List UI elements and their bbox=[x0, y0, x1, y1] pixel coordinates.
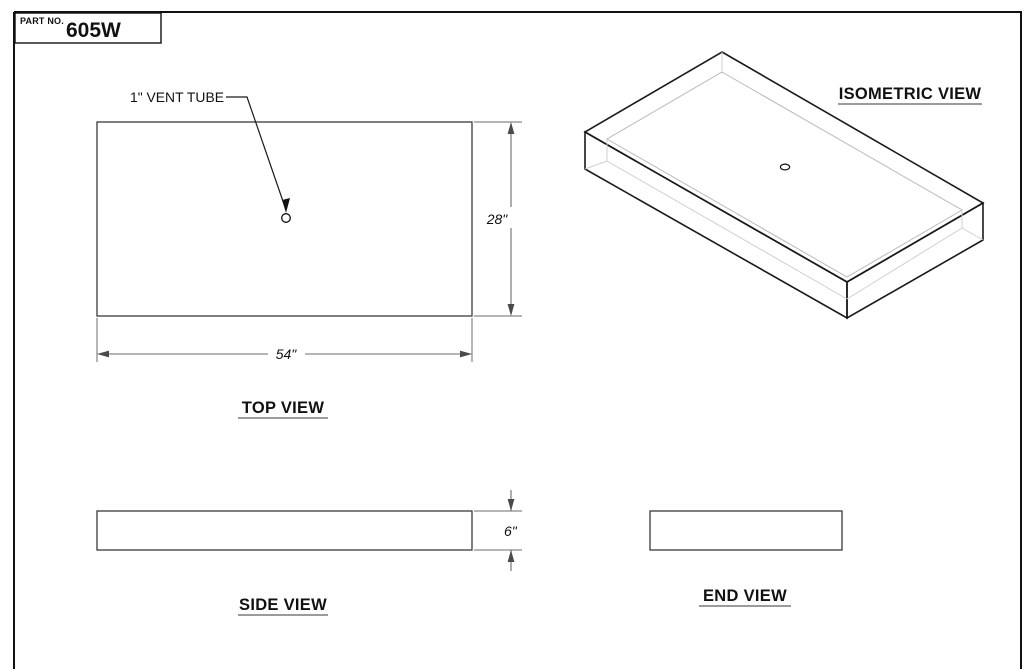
side-view-label: SIDE VIEW bbox=[239, 596, 327, 614]
isometric-view-group: ISOMETRIC VIEW bbox=[583, 51, 985, 320]
width-dimension-text: 54" bbox=[276, 346, 298, 362]
vent-hole-top-view bbox=[281, 213, 291, 223]
title-block: PART NO. 605W bbox=[14, 12, 162, 44]
height-dimension-28: 28" bbox=[474, 121, 522, 317]
iso-right-wall-thickness bbox=[961, 227, 984, 241]
iso-left-wall-thickness bbox=[584, 160, 608, 170]
iso-cavity-opening bbox=[606, 71, 963, 278]
sheet-border bbox=[13, 11, 1022, 669]
height-dimension-text: 28" bbox=[486, 211, 509, 227]
thickness-dimension-6: 6" bbox=[474, 490, 522, 571]
end-view-outline bbox=[649, 510, 843, 551]
iso-front-right-wall bbox=[846, 201, 984, 320]
end-view-label-group: END VIEW bbox=[699, 587, 791, 607]
top-view-outline bbox=[96, 121, 473, 317]
part-no-label: PART NO. bbox=[20, 16, 64, 26]
isometric-view-label: ISOMETRIC VIEW bbox=[839, 85, 982, 103]
vent-tube-callout-label: 1" VENT TUBE bbox=[130, 90, 224, 105]
end-view-label: END VIEW bbox=[703, 587, 787, 605]
side-view-label-group: SIDE VIEW bbox=[238, 596, 328, 616]
vent-hole-isometric bbox=[779, 163, 791, 171]
top-view-group: 1" VENT TUBE 28" 54" bbox=[96, 90, 522, 419]
side-view-group: 6" SIDE VIEW bbox=[96, 490, 522, 616]
thickness-dimension-text: 6" bbox=[504, 523, 518, 539]
iso-inner-floor-left bbox=[606, 139, 848, 300]
vent-tube-leader bbox=[226, 96, 291, 223]
isometric-view-label-group: ISOMETRIC VIEW bbox=[838, 85, 982, 105]
part-no-value: 605W bbox=[66, 19, 121, 42]
width-dimension-54: 54" bbox=[96, 318, 473, 362]
top-view-label-group: TOP VIEW bbox=[238, 399, 328, 419]
iso-front-left-wall bbox=[584, 130, 848, 320]
end-view-group: END VIEW bbox=[649, 510, 843, 607]
top-view-label: TOP VIEW bbox=[242, 399, 325, 417]
side-view-outline bbox=[96, 510, 473, 551]
